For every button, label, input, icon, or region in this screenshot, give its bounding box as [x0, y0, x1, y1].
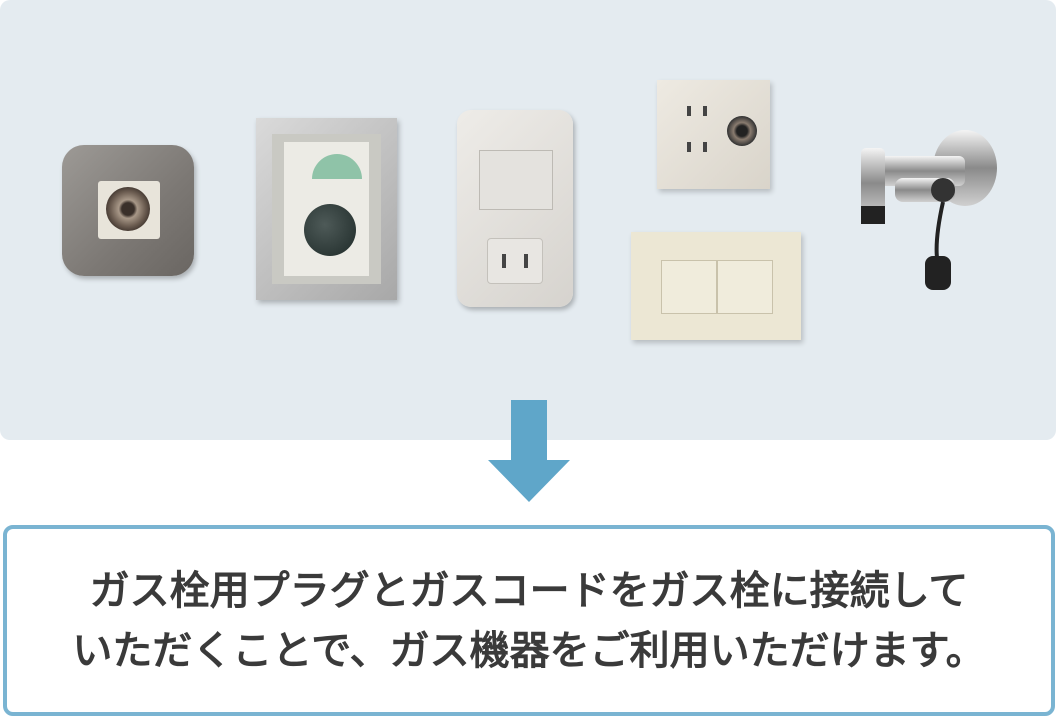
chrome-gas-valve-image: [861, 130, 997, 290]
message-line-1: ガス栓用プラグとガスコードをガス栓に接続して: [89, 567, 969, 614]
wall-outlet-plate-image: [657, 80, 770, 189]
message-line-2: いただくことで、ガス機器をご利用いただけます。: [72, 627, 986, 674]
box-gas-valve-outlet-image: [256, 118, 397, 300]
gas-outlet-types-panel: [0, 0, 1056, 440]
square-gas-outlet-image: [62, 145, 194, 276]
switch-plate-with-outlet-image: [457, 110, 573, 307]
down-arrow-head-icon: [488, 460, 570, 502]
message-box: ガス栓用プラグとガスコードをガス栓に接続して いただくことで、ガス機器をご利用い…: [3, 525, 1055, 716]
wide-switch-plate-image: [631, 232, 801, 340]
down-arrow-icon: [511, 400, 547, 462]
